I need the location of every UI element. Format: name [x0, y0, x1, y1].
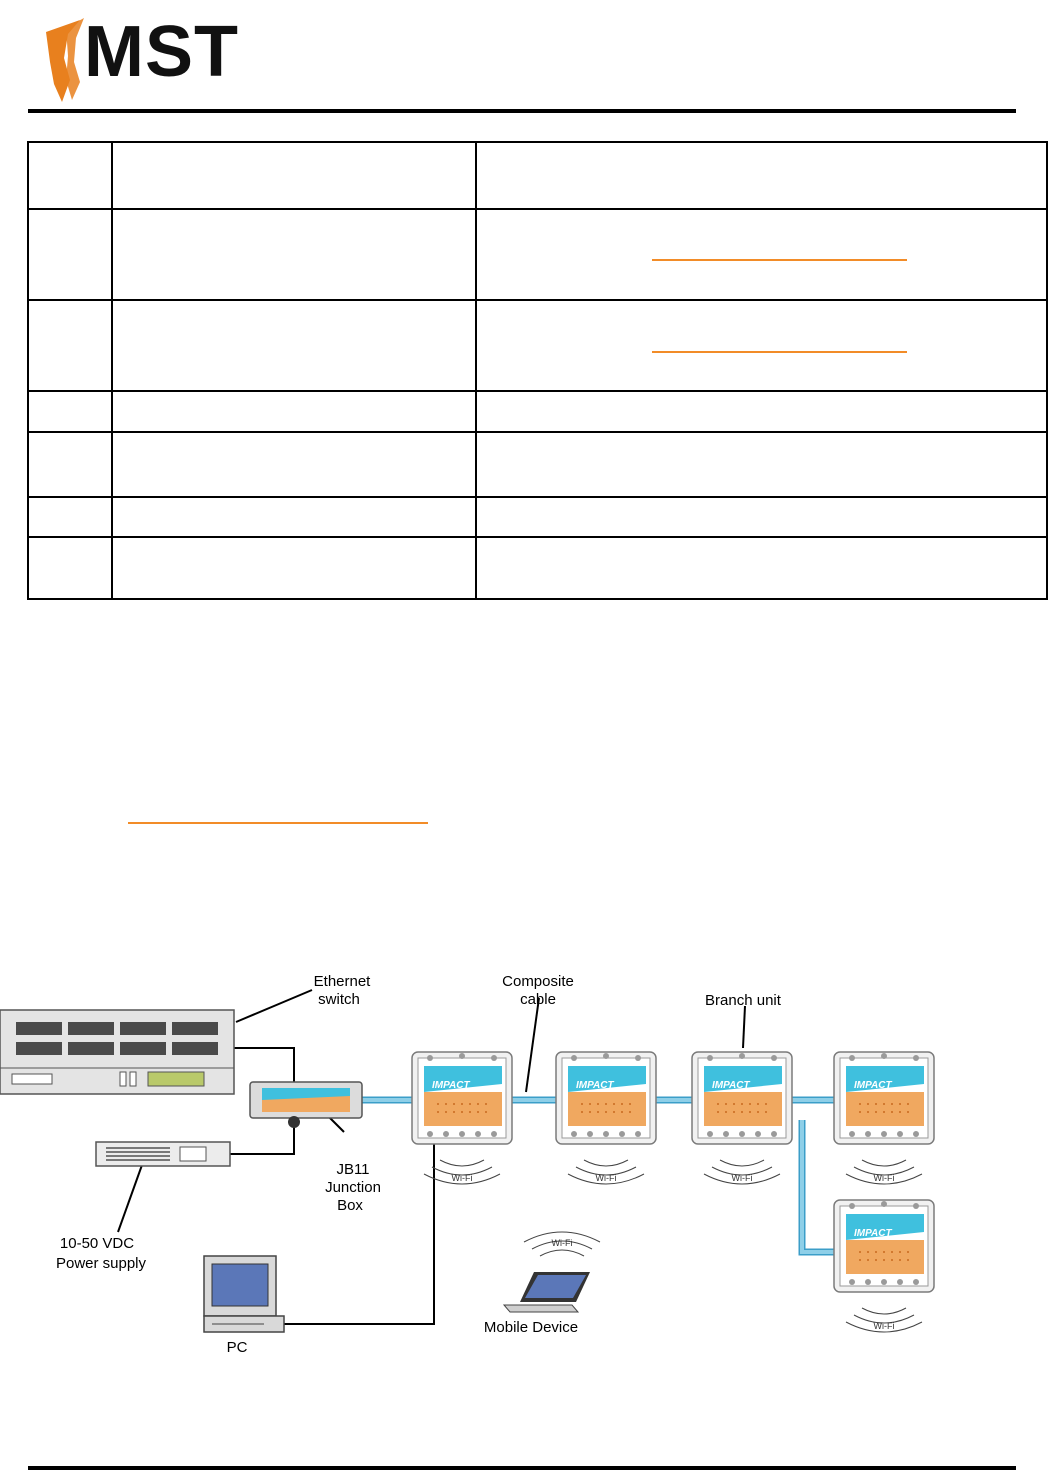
label-composite-cable: cable [520, 991, 556, 1008]
table-row [27, 390, 1048, 433]
table-row [27, 299, 1048, 392]
wifi-label: Wi-Fi [596, 1173, 617, 1183]
ethernet-switch-icon [0, 1009, 235, 1095]
label-mobile-device: Mobile Device [484, 1319, 578, 1336]
wifi-label: Wi-Fi [552, 1238, 573, 1248]
wifi-label: Wi-Fi [874, 1321, 895, 1331]
impact-device-icon [833, 1199, 935, 1293]
table-link-underline[interactable] [652, 259, 907, 261]
wifi-label: Wi-Fi [874, 1173, 895, 1183]
pc-icon [203, 1255, 285, 1333]
branch-unit-icon [691, 1051, 793, 1145]
logo-mark-icon [46, 18, 84, 102]
table-row [27, 208, 1048, 301]
header-divider [28, 109, 1016, 113]
network-diagram: Ethernet switch Composite cable Branch u… [0, 973, 935, 1356]
device-brand-label: IMPACT [854, 1228, 892, 1239]
footer-divider [28, 1466, 1016, 1470]
label-junction-box: JB11 [336, 1161, 369, 1178]
body-link-underline[interactable] [128, 822, 428, 824]
logo-text: MST [84, 12, 239, 92]
label-ethernet-switch: Ethernet [314, 973, 372, 990]
table-row [27, 496, 1048, 538]
mobile-device-icon [502, 1272, 590, 1313]
power-supply-icon [95, 1141, 231, 1167]
device-brand-label: IMPACT [854, 1080, 892, 1091]
label-branch-unit: Branch unit [705, 992, 782, 1009]
impact-device-icon [411, 1051, 513, 1145]
device-brand-label: IMPACT [432, 1080, 470, 1091]
label-power-supply: 10-50 VDC [60, 1235, 134, 1252]
table-row [27, 141, 1048, 210]
impact-device-icon [555, 1051, 657, 1145]
spec-table [27, 141, 1048, 600]
device-brand-label: IMPACT [712, 1080, 750, 1091]
composite-cable [362, 1096, 838, 1256]
label-junction-box: Junction [325, 1179, 381, 1196]
junction-box-icon [249, 1081, 363, 1128]
label-power-supply: Power supply [56, 1255, 147, 1272]
wifi-label: Wi-Fi [452, 1173, 473, 1183]
impact-device-icon [833, 1051, 935, 1145]
label-composite-cable: Composite [502, 973, 574, 990]
device-brand-label: IMPACT [576, 1080, 614, 1091]
label-ethernet-switch: switch [318, 991, 360, 1008]
table-row [27, 536, 1048, 600]
label-junction-box: Box [337, 1197, 363, 1214]
table-row [27, 431, 1048, 498]
label-pc: PC [227, 1339, 248, 1356]
wifi-label: Wi-Fi [732, 1173, 753, 1183]
table-link-underline[interactable] [652, 351, 907, 353]
